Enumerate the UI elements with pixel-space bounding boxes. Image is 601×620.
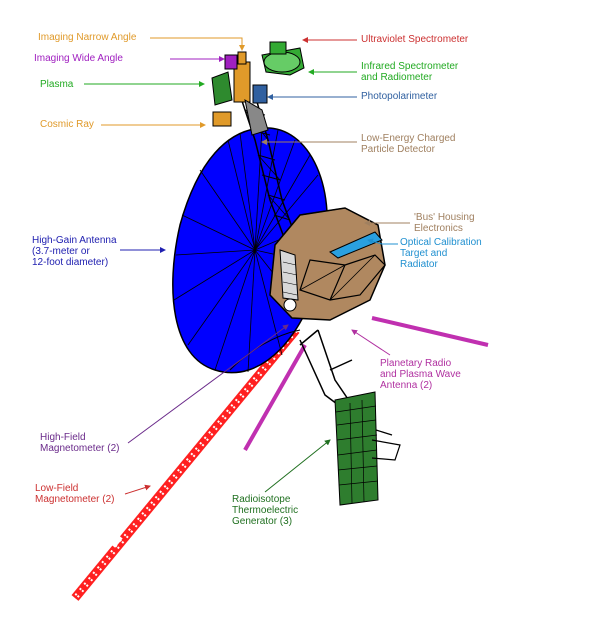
label-high-gain-antenna: High-Gain Antenna (3.7-meter or 12-foot … [32, 235, 117, 268]
label-plasma: Plasma [40, 79, 74, 90]
label-optical-calibration: Optical Calibration Target and Radiator [400, 237, 482, 270]
label-bus-housing: 'Bus' Housing Electronics [414, 212, 475, 234]
rtg-assembly [299, 329, 401, 506]
label-infrared-spectrometer: Infrared Spectrometer and Radiometer [361, 61, 459, 83]
leader-lines [84, 37, 410, 495]
bus-housing [269, 207, 386, 321]
label-planetary-radio: Planetary Radio and Plasma Wave Antenna … [380, 358, 461, 391]
label-ultraviolet-spectrometer: Ultraviolet Spectrometer [361, 34, 469, 45]
label-photopolarimeter: Photopolarimeter [361, 91, 438, 102]
label-low-energy-detector: Low-Energy Charged Particle Detector [361, 133, 456, 155]
label-rtg: Radioisotope Thermoelectric Generator (3… [232, 494, 299, 527]
label-cosmic-ray: Cosmic Ray [40, 119, 94, 130]
label-imaging-wide-angle: Imaging Wide Angle [34, 53, 123, 64]
label-low-field-magnetometer: Low-Field Magnetometer (2) [35, 483, 115, 505]
planetary-radio-antennas [243, 316, 489, 451]
label-imaging-narrow-angle: Imaging Narrow Angle [38, 32, 137, 43]
label-high-field-magnetometer: High-Field Magnetometer (2) [40, 432, 120, 454]
magnetometer-boom [71, 327, 300, 601]
scan-platform-instruments [211, 41, 305, 136]
